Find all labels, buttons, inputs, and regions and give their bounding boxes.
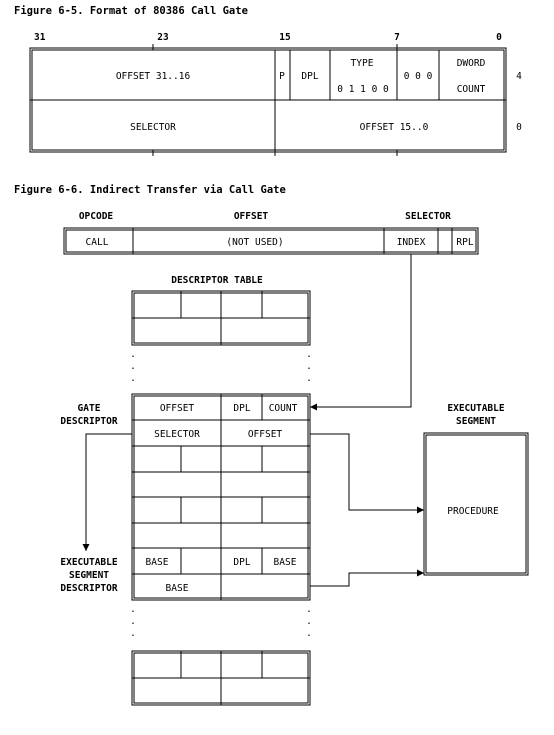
figure-6-5-caption: Figure 6-5. Format of 80386 Call Gate (14, 5, 248, 17)
field-dword: DWORD (457, 58, 486, 69)
header-offset: OFFSET (234, 211, 269, 222)
instruction-box (63, 227, 479, 255)
header-selector: SELECTOR (405, 211, 451, 222)
row-label-4: 4 (516, 71, 522, 82)
instruction-outer (63, 227, 479, 255)
bit-31: 31 (34, 32, 46, 43)
table-ellipsis: . . . . . . . . . . . . (130, 349, 312, 639)
selector-to-descriptor-arrow (82, 433, 132, 551)
base-to-segment-arrow (310, 569, 424, 587)
field-dpl: DPL (301, 71, 318, 82)
executable-segment-descriptor: EXECUTABLE SEGMENT DESCRIPTOR BASE DPL B… (60, 557, 296, 594)
exec-desc-label-2: SEGMENT (69, 570, 109, 581)
ellipsis-dot: . (130, 349, 136, 360)
instr-not-used: (NOT USED) (226, 237, 283, 248)
ellipsis-dot: . (130, 604, 136, 615)
gate-selector: SELECTOR (154, 429, 200, 440)
ellipsis-dot: . (306, 628, 312, 639)
gate-offset-low: OFFSET (248, 429, 283, 440)
call-gate-fields: OFFSET 31..16 P DPL TYPE 0 1 1 0 0 0 0 0… (116, 58, 522, 133)
exec-dpl: DPL (233, 557, 250, 568)
gate-descriptor: GATE DESCRIPTOR OFFSET DPL COUNT SELECTO… (60, 403, 297, 440)
exec-desc-label-3: DESCRIPTOR (60, 583, 117, 594)
descriptor-table-title: DESCRIPTOR TABLE (171, 275, 263, 286)
instr-call: CALL (86, 237, 109, 248)
bit-positions: 31 23 15 7 0 (34, 32, 502, 43)
header-opcode: OPCODE (79, 211, 114, 222)
segment-inner (425, 434, 527, 574)
exec-segment-label-1: EXECUTABLE (447, 403, 504, 414)
ellipsis-dot: . (130, 628, 136, 639)
instr-index: INDEX (397, 237, 426, 248)
ellipsis-dot: . (306, 361, 312, 372)
procedure-label: PROCEDURE (447, 506, 499, 517)
instr-rpl: RPL (456, 237, 473, 248)
ellipsis-dot: . (306, 616, 312, 627)
offset-to-procedure-arrow (310, 433, 424, 514)
field-offset-31-16: OFFSET 31..16 (116, 71, 191, 82)
figure-6-6-caption: Figure 6-6. Indirect Transfer via Call G… (14, 184, 286, 196)
segment-outer (423, 432, 529, 576)
instruction-inner (65, 229, 477, 253)
field-type-bits: 0 1 1 0 0 (337, 84, 389, 95)
exec-desc-label-1: EXECUTABLE (60, 557, 117, 568)
field-zero-bits: 0 0 0 (404, 71, 433, 82)
instruction-header: OPCODE OFFSET SELECTOR (79, 211, 451, 222)
figure-6-6: Figure 6-6. Indirect Transfer via Call G… (14, 184, 529, 706)
gate-offset-high: OFFSET (160, 403, 195, 414)
bit-7: 7 (394, 32, 400, 43)
figure-6-5: Figure 6-5. Format of 80386 Call Gate 31… (14, 5, 522, 156)
ellipsis-dot: . (130, 361, 136, 372)
ellipsis-dot: . (306, 373, 312, 384)
bit-15: 15 (279, 32, 291, 43)
gate-dpl: DPL (233, 403, 250, 414)
exec-base-c: BASE (166, 583, 189, 594)
ellipsis-dot: . (306, 604, 312, 615)
executable-segment: EXECUTABLE SEGMENT PROCEDURE (423, 403, 529, 576)
row-label-0: 0 (516, 122, 522, 133)
gate-count: COUNT (269, 403, 298, 414)
call-gate-format-grid (29, 44, 507, 156)
ellipsis-dot: . (130, 373, 136, 384)
exec-base-b: BASE (274, 557, 297, 568)
field-selector: SELECTOR (130, 122, 176, 133)
exec-base-a: BASE (146, 557, 169, 568)
exec-segment-label-2: SEGMENT (456, 416, 496, 427)
field-p: P (279, 71, 285, 82)
ellipsis-dot: . (130, 616, 136, 627)
bit-0: 0 (496, 32, 502, 43)
gate-descriptor-label-1: GATE (78, 403, 101, 414)
instruction-fields: CALL (NOT USED) INDEX RPL (86, 237, 474, 248)
gate-descriptor-label-2: DESCRIPTOR (60, 416, 117, 427)
field-count: COUNT (457, 84, 486, 95)
ellipsis-dot: . (306, 349, 312, 360)
arrows (82, 254, 424, 587)
descriptor-table (131, 290, 311, 706)
bit-23: 23 (157, 32, 169, 43)
field-type: TYPE (351, 58, 374, 69)
index-to-gate-arrow (310, 254, 412, 411)
field-offset-15-0: OFFSET 15..0 (360, 122, 429, 133)
